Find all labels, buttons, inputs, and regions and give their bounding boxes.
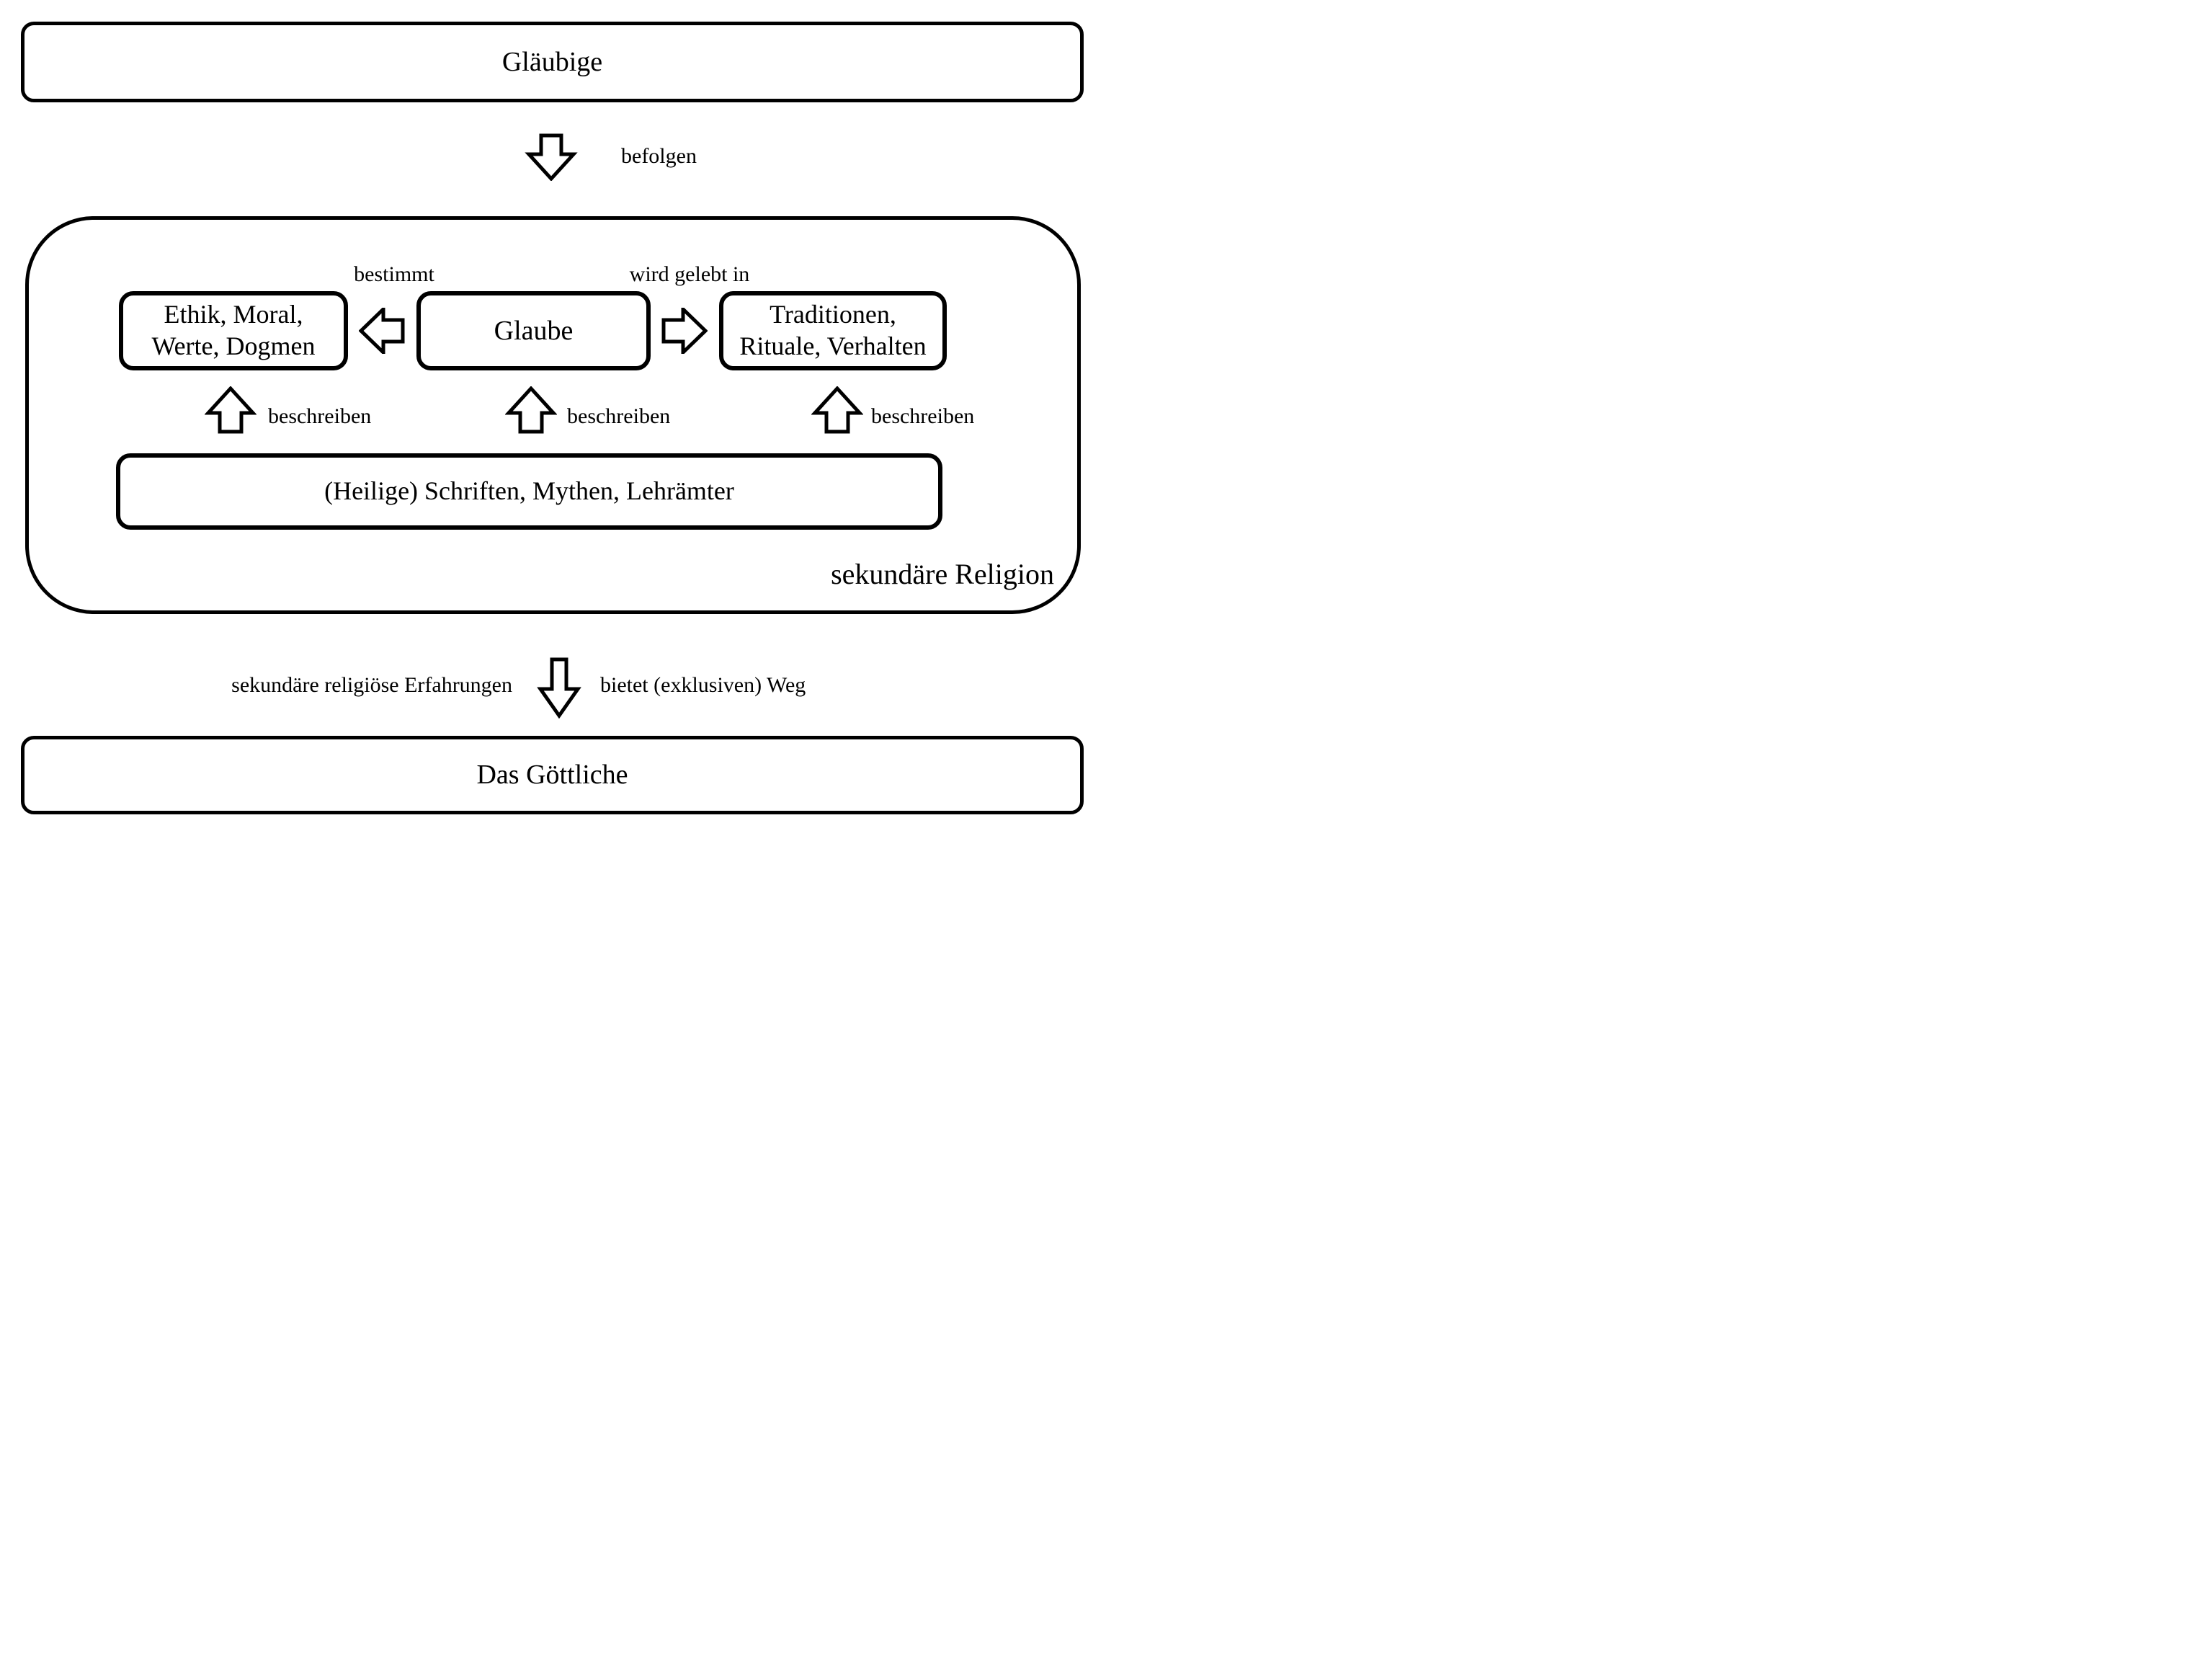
beschreiben-label-right: beschreiben: [871, 404, 975, 428]
arrow-down-bietet-weg-icon: [534, 657, 584, 719]
beschreiben-label-middle: beschreiben: [567, 404, 671, 428]
arrow-down-befolgen-icon: [524, 133, 579, 181]
ethik-box-line1: Ethik, Moral,: [164, 300, 303, 329]
beschreiben-label-left: beschreiben: [268, 404, 372, 428]
arrow-right-wird-gelebt-in-icon: [661, 308, 708, 354]
arrow-left-bestimmt-icon: [359, 308, 405, 354]
bestimmt-label: bestimmt: [354, 262, 434, 286]
sekundaere-erfahrungen-label: sekundäre religiöse Erfahrungen: [231, 673, 512, 697]
schriften-label: (Heilige) Schriften, Mythen, Lehrämter: [324, 476, 734, 506]
glaeubige-label: Gläubige: [501, 46, 603, 77]
arrow-up-beschreiben-middle-icon: [505, 386, 557, 434]
arrow-up-beschreiben-left-icon: [205, 386, 257, 434]
sekundaere-religion-label: sekundäre Religion: [831, 558, 1054, 590]
glaube-label: Glaube: [494, 315, 574, 346]
ethik-box: Ethik, Moral, Werte, Dogmen: [119, 291, 348, 370]
wird-gelebt-in-label: wird gelebt in: [629, 262, 750, 286]
das-goettliche-label: Das Göttliche: [476, 760, 628, 791]
traditionen-box-line1: Traditionen,: [770, 300, 896, 329]
schriften-box: (Heilige) Schriften, Mythen, Lehrämter: [116, 453, 942, 530]
traditionen-box-line2: Rituale, Verhalten: [739, 332, 927, 360]
sekundaere-religion-container: [25, 216, 1081, 614]
diagram-canvas: Gläubige befolgen bestimmt wird gelebt i…: [0, 0, 1106, 830]
traditionen-box-text: Traditionen, Rituale, Verhalten: [739, 299, 926, 363]
befolgen-label: befolgen: [621, 144, 697, 168]
ethik-box-line2: Werte, Dogmen: [151, 332, 316, 360]
bietet-weg-label: bietet (exklusiven) Weg: [600, 673, 806, 697]
das-goettliche-box: Das Göttliche: [21, 736, 1084, 814]
glaeubige-box: Gläubige: [21, 22, 1084, 102]
glaube-box: Glaube: [416, 291, 651, 370]
traditionen-box: Traditionen, Rituale, Verhalten: [719, 291, 947, 370]
arrow-up-beschreiben-right-icon: [811, 386, 863, 434]
ethik-box-text: Ethik, Moral, Werte, Dogmen: [151, 299, 315, 363]
